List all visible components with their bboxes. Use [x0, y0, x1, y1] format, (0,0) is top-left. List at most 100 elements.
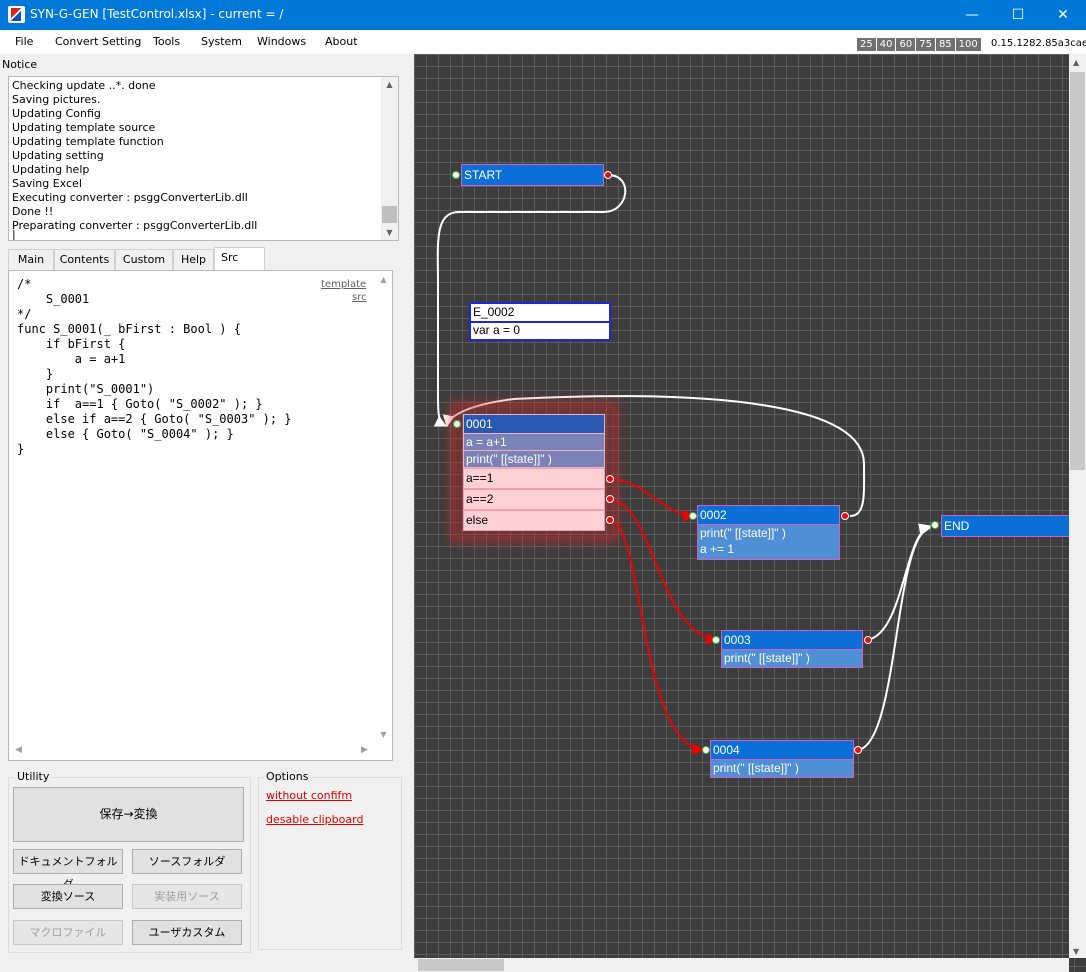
state-graph-canvas[interactable]: START E_0002 var a = 0 0001 a = a+1 prin…: [414, 54, 1086, 972]
scroll-down-icon[interactable]: ▼: [1073, 947, 1080, 956]
save-convert-button[interactable]: 保存→変換: [13, 787, 244, 842]
source-folder-button[interactable]: ソースフォルダ: [132, 849, 242, 874]
document-folder-button[interactable]: ドキュメントフォルダ: [13, 849, 123, 891]
user-custom-button[interactable]: ユーザカスタム: [132, 920, 242, 945]
output-pin-icon[interactable]: [604, 171, 612, 179]
tab-main[interactable]: Main: [8, 249, 54, 270]
output-pin-icon[interactable]: [854, 746, 862, 754]
edge-0001-0002: [609, 478, 696, 522]
source-viewer[interactable]: /* S_0001 */ func S_0001(_ bFirst : Bool…: [8, 270, 393, 761]
node-0002-title: 0002: [697, 505, 840, 525]
input-pin-icon: [689, 512, 697, 520]
menu-file[interactable]: File: [15, 35, 34, 48]
node-e0002-title: E_0002: [469, 302, 611, 323]
connection-lines: [433, 174, 932, 755]
zoom-75-button[interactable]: 75: [916, 38, 935, 51]
scroll-thumb[interactable]: [1070, 72, 1085, 470]
input-pin-icon: [712, 636, 720, 644]
log-line: Updating template function: [12, 135, 164, 148]
canvas-hscroll[interactable]: [414, 958, 1069, 972]
node-0001-title: 0001: [463, 414, 605, 434]
version-label: 0.15.1282.85a3cae: [991, 38, 1086, 49]
node-end-title: END: [941, 515, 1081, 537]
close-button[interactable]: ✕: [1057, 7, 1069, 23]
disable-clipboard-link[interactable]: desable clipboard: [266, 813, 364, 826]
input-pin-icon: [702, 746, 710, 754]
node-0001-line1: a = a+1: [463, 434, 605, 451]
output-pin-icon[interactable]: [606, 516, 614, 524]
menu-tools[interactable]: Tools: [153, 35, 181, 48]
scroll-down-icon[interactable]: ▼: [380, 730, 387, 739]
source-vscroll[interactable]: ▲ ▼: [375, 271, 392, 743]
zoom-100-button[interactable]: 100: [955, 38, 981, 51]
zoom-25-button[interactable]: 25: [857, 38, 876, 51]
node-0002-line2: a += 1: [700, 542, 735, 556]
scroll-up-icon[interactable]: ▲: [1073, 58, 1080, 67]
log-line: Updating Config: [12, 107, 101, 120]
node-start-title: START: [461, 164, 604, 186]
options-title: Options: [264, 770, 311, 783]
log-line: Preparating converter : psggConverterLib…: [12, 219, 258, 232]
canvas-vscroll[interactable]: ▲ ▼: [1069, 54, 1086, 958]
input-pin-icon: [452, 171, 460, 179]
notice-log[interactable]: Checking update ..*. done Saving picture…: [8, 76, 399, 241]
menu-system[interactable]: System: [201, 35, 243, 48]
node-0003-line1: print(" [[state]]" ): [721, 650, 863, 668]
output-pin-icon[interactable]: [606, 475, 614, 483]
options-group: [258, 777, 402, 950]
tab-help[interactable]: Help: [173, 249, 214, 270]
app-logo-icon: [8, 6, 25, 23]
template-link[interactable]: template: [321, 279, 367, 290]
impl-source-button[interactable]: 実装用ソース: [132, 884, 242, 909]
edge-0001-0003: [609, 498, 719, 645]
convert-source-button[interactable]: 変換ソース: [13, 884, 123, 909]
log-line: Done !!: [12, 205, 54, 218]
log-line: Executing converter : psggConverterLib.d…: [12, 191, 248, 204]
zoom-60-button[interactable]: 60: [896, 38, 916, 51]
scroll-left-icon[interactable]: ◀: [15, 745, 22, 755]
output-pin-icon[interactable]: [606, 495, 614, 503]
scroll-up-icon[interactable]: ▲: [380, 275, 387, 284]
log-line: Updating help: [12, 163, 90, 176]
source-hscroll[interactable]: ◀ ▶: [9, 743, 392, 760]
log-line: Checking update ..*. done: [12, 79, 156, 92]
utility-title: Utility: [15, 770, 52, 783]
text-cursor: |: [12, 228, 16, 241]
scroll-down-icon[interactable]: ▼: [386, 228, 393, 237]
node-0001-branch-else[interactable]: else: [463, 510, 605, 531]
notice-label: Notice: [2, 58, 38, 71]
tab-contents[interactable]: Contents: [54, 249, 115, 270]
menu-convert-setting[interactable]: Convert Setting: [55, 35, 142, 48]
node-0001-line2: print(" [[state]]" ): [463, 451, 605, 468]
input-pin-icon: [931, 521, 939, 529]
utility-group: [8, 777, 251, 953]
tab-src[interactable]: Src: [214, 247, 265, 270]
output-pin-icon[interactable]: [841, 512, 849, 520]
zoom-85-button[interactable]: 85: [935, 38, 955, 51]
without-confirm-link[interactable]: without confifm: [266, 789, 353, 802]
window-title: SYN-G-GEN [TestControl.xlsx] - current =…: [30, 7, 284, 21]
node-0001-branch-1[interactable]: a==1: [463, 468, 605, 489]
edge-0002-0001: [442, 395, 866, 517]
menu-windows[interactable]: Windows: [257, 35, 307, 48]
scroll-right-icon[interactable]: ▶: [361, 745, 368, 755]
node-0001-branch-2[interactable]: a==2: [463, 489, 605, 510]
output-pin-icon[interactable]: [864, 636, 872, 644]
macro-file-button[interactable]: マクロファイル: [13, 920, 123, 945]
scroll-up-icon[interactable]: ▲: [386, 80, 393, 89]
zoom-40-button[interactable]: 40: [876, 38, 896, 51]
tab-custom[interactable]: Custom: [115, 249, 173, 270]
log-line: Saving pictures.: [12, 93, 101, 106]
scroll-thumb[interactable]: [382, 206, 397, 223]
node-0004-title: 0004: [710, 740, 854, 760]
src-link[interactable]: src: [352, 292, 367, 303]
edge-start-0001: [433, 174, 627, 427]
notice-scrollbar[interactable]: ▲ ▼: [381, 77, 398, 240]
node-0002-line1: print(" [[state]]" ): [700, 526, 786, 540]
maximize-button[interactable]: ☐: [1011, 7, 1025, 23]
edge-0001-0004: [609, 519, 705, 755]
scroll-thumb[interactable]: [418, 959, 504, 971]
menu-about[interactable]: About: [325, 35, 358, 48]
zoom-buttons: 25 40 60 75 85 100: [857, 38, 981, 51]
minimize-button[interactable]: —: [965, 7, 979, 23]
